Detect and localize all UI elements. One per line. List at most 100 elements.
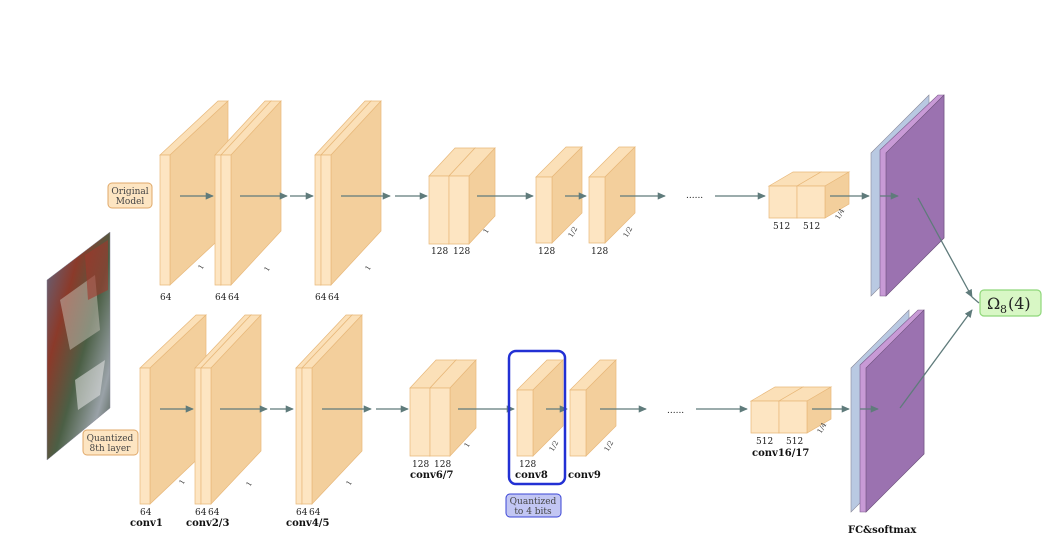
bottom-block-4b-front: [429, 387, 451, 457]
top-block-3b-side: [330, 100, 382, 286]
original-model-line1: Original: [111, 187, 148, 197]
top-scale-2: 1: [263, 265, 272, 273]
fc-block-bottom: [850, 309, 925, 513]
name-conv8: conv8: [515, 470, 548, 481]
bottom-block-2a-front: [194, 367, 202, 505]
bottom-ellipsis: ......: [667, 406, 684, 416]
quantized-8th-line2: 8th layer: [90, 444, 132, 454]
bottom-block-7b-front: [778, 400, 808, 434]
top-count-4: 64: [315, 293, 327, 303]
top-block-3a-front: [314, 154, 322, 286]
top-block-2b-front: [220, 154, 232, 286]
top-count-3: 64: [228, 293, 240, 303]
top-block-3b: [320, 100, 382, 286]
bottom-scale-3: 1: [345, 479, 354, 487]
top-block-2a-front: [214, 154, 222, 286]
name-conv16-17: conv16/17: [752, 448, 809, 459]
top-count-7: 128: [453, 247, 470, 257]
bottom-count-2: 64: [195, 508, 207, 518]
conv8-highlight: [507, 349, 567, 486]
bottom-block-6-front: [569, 389, 587, 457]
layer-blocks: [139, 100, 851, 505]
top-scale-1: 1: [197, 263, 206, 271]
bottom-count-9: 512: [756, 437, 773, 447]
top-scale-4: 1: [482, 227, 491, 235]
top-block-2b: [220, 100, 282, 286]
bottom-scale-2: 1: [245, 480, 254, 488]
top-count-1: 64: [160, 293, 172, 303]
top-block-6: [588, 146, 636, 244]
flow-arrows: [160, 192, 980, 413]
bottom-block-7b: [777, 386, 833, 434]
top-count-10: 512: [773, 222, 790, 232]
bottom-scale-5: 1/2: [548, 439, 561, 453]
top-block-7b: [795, 171, 851, 219]
bottom-block-4a-front: [409, 387, 431, 457]
name-conv1: conv1: [130, 518, 163, 529]
merge-join: [971, 296, 980, 304]
bottom-count-1: 64: [140, 508, 152, 518]
bottom-scale-4: 1: [463, 441, 472, 449]
top-scale-5: 1/2: [567, 225, 580, 239]
omega-subscript: 8: [1000, 303, 1007, 316]
bottom-scale-6: 1/2: [603, 439, 616, 453]
bottom-scale-labels: 1 1 1 1 1/2 1/2 1/4: [178, 421, 829, 488]
quantized-4bits-line2: to 4 bits: [514, 507, 552, 517]
bottom-block-7a-front: [750, 400, 780, 434]
merge-arrow-top: [917, 197, 973, 298]
fc-block-top: [870, 94, 945, 297]
top-count-6: 128: [431, 247, 448, 257]
top-block-4b: [448, 147, 496, 245]
quantized-4bits-line1: Quantized: [510, 497, 557, 507]
bottom-layer-names: conv1 conv2/3 conv4/5 conv6/7 conv8 conv…: [130, 448, 917, 536]
top-block-1-front: [159, 154, 171, 286]
name-conv6-7: conv6/7: [410, 470, 453, 481]
bottom-count-5: 64: [309, 508, 321, 518]
top-ellipsis: ......: [686, 191, 703, 201]
top-scale-3: 1: [364, 264, 373, 272]
top-block-4b-front: [448, 175, 470, 245]
bottom-block-6: [569, 359, 617, 457]
name-conv9: conv9: [568, 470, 601, 481]
top-scale-labels: 1 1 1 1 1/2 1/2 1/4: [197, 207, 847, 273]
top-block-5: [535, 146, 583, 244]
bottom-block-5: [516, 359, 564, 457]
bottom-count-6: 128: [412, 460, 429, 470]
name-fc-softmax: FC&softmax: [848, 525, 917, 536]
top-scale-6: 1/2: [622, 225, 635, 239]
top-block-7b-front: [796, 185, 826, 219]
bottom-block-5-front: [516, 389, 534, 457]
input-image: [46, 231, 111, 461]
omega-output: Ω 8 (4): [979, 289, 1042, 317]
top-count-9: 128: [591, 247, 608, 257]
name-conv2-3: conv2/3: [186, 518, 229, 529]
original-model-line2: Model: [116, 197, 145, 207]
top-block-6-front: [588, 176, 606, 244]
quantized-8th-line1: Quantized: [87, 434, 134, 444]
top-block-2b-side: [230, 100, 282, 286]
bottom-block-3b-front: [301, 367, 313, 505]
top-count-5: 64: [328, 293, 340, 303]
bottom-count-3: 64: [208, 508, 220, 518]
bottom-block-2b-front: [200, 367, 212, 505]
original-model-label: Original Model: [107, 182, 153, 209]
omega-symbol: Ω: [987, 294, 1000, 313]
bottom-block-1-front: [139, 367, 151, 505]
bottom-scale-1: 1: [178, 478, 187, 486]
bottom-count-labels: 64 64 64 64 64 128 128 128 512 512: [140, 437, 803, 518]
top-block-7a-front: [768, 185, 798, 219]
top-block-3b-front: [320, 154, 332, 286]
top-count-2: 64: [215, 293, 227, 303]
name-conv4-5: conv4/5: [286, 518, 329, 529]
quantized-4bits-label: Quantized to 4 bits: [505, 493, 562, 518]
top-block-4a-front: [428, 175, 450, 245]
bottom-block-4b: [429, 359, 477, 457]
bottom-count-10: 512: [786, 437, 803, 447]
bottom-count-8: 128: [519, 460, 536, 470]
top-block-5-front: [535, 176, 553, 244]
top-count-8: 128: [538, 247, 555, 257]
merge-arrow-bottom: [899, 309, 973, 409]
quantized-8th-label: Quantized 8th layer: [82, 429, 139, 456]
top-count-labels: 64 64 64 64 64 128 128 128 128 512 512: [160, 222, 820, 303]
